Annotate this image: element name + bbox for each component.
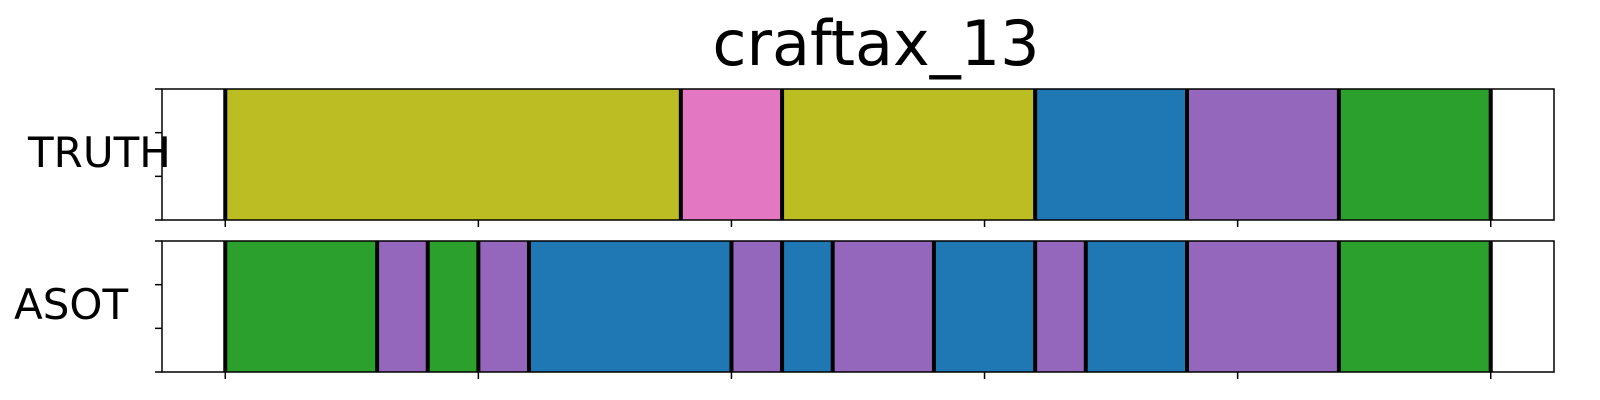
segment-asot-10	[1085, 241, 1188, 372]
segment-asot-2	[427, 241, 479, 372]
segment-asot-5	[731, 241, 783, 372]
row-label-asot: ASOT	[14, 280, 129, 329]
segment-asot-0	[225, 241, 378, 372]
segment-truth-4	[1187, 89, 1339, 220]
segment-asot-7	[832, 241, 934, 372]
segment-truth-2	[782, 89, 1036, 220]
segment-asot-4	[528, 241, 732, 372]
segment-asot-3	[478, 241, 529, 372]
segment-asot-11	[1187, 241, 1339, 372]
segment-truth-1	[680, 89, 783, 220]
segment-truth-0	[225, 89, 681, 220]
segment-truth-3	[1035, 89, 1188, 220]
segment-asot-6	[782, 241, 833, 372]
segment-asot-1	[377, 241, 428, 372]
segment-asot-9	[1035, 241, 1086, 372]
segment-asot-8	[933, 241, 1036, 372]
chart-title: craftax_13	[712, 7, 1040, 80]
row-label-truth: TRUTH	[28, 128, 171, 177]
segment-truth-5	[1338, 89, 1491, 220]
segment-asot-12	[1338, 241, 1491, 372]
axes-frame-asot	[161, 240, 1555, 373]
axes-frame-truth	[161, 88, 1555, 221]
